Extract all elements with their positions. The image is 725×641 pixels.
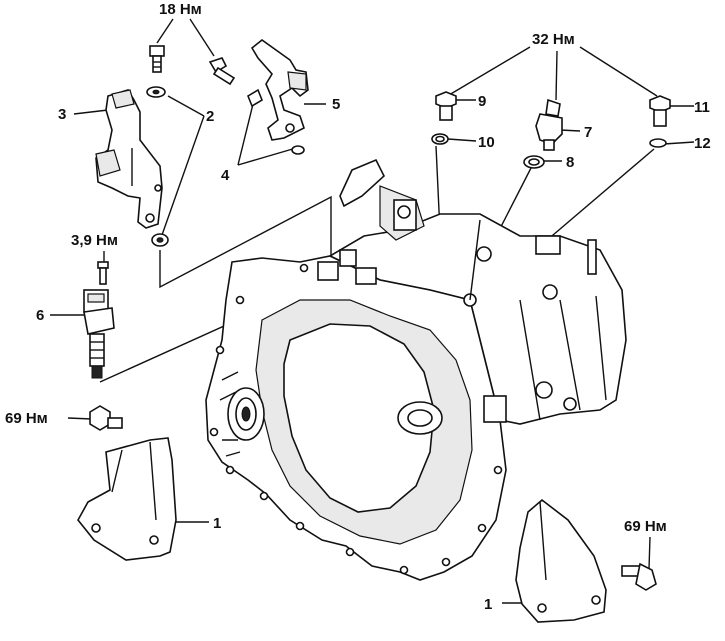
callout-6: 6 xyxy=(36,307,44,324)
bolt-18nm-right xyxy=(208,57,236,86)
leader-lines xyxy=(50,18,695,604)
shift-lever-part-5 xyxy=(247,38,309,155)
washers-part-2 xyxy=(146,86,169,247)
callout-5: 5 xyxy=(332,96,340,113)
gasket-part-8 xyxy=(523,155,545,169)
callout-11: 11 xyxy=(694,99,710,116)
plug-part-11 xyxy=(649,95,671,127)
gasket-part-10 xyxy=(431,133,449,145)
shift-bracket-part-3 xyxy=(95,89,163,229)
callout-12: 12 xyxy=(694,135,711,152)
callout-4: 4 xyxy=(221,167,230,184)
bolt-69nm-right xyxy=(621,562,657,591)
bolt-18nm-left xyxy=(149,45,165,73)
mount-bracket-part-1-left xyxy=(77,437,177,561)
callout-3: 3 xyxy=(58,106,66,123)
callout-1-left: 1 xyxy=(213,515,221,532)
callout-8: 8 xyxy=(566,154,574,171)
switch-part-7 xyxy=(535,98,563,151)
callout-7: 7 xyxy=(584,124,592,141)
callout-10: 10 xyxy=(478,134,495,151)
torque-69nm-right: 69 Нм xyxy=(624,518,667,535)
gasket-part-12 xyxy=(649,138,667,148)
speed-sensor-part-6 xyxy=(83,289,115,379)
callout-2: 2 xyxy=(206,108,214,125)
callout-9: 9 xyxy=(478,93,486,110)
torque-69nm-left: 69 Нм xyxy=(5,410,48,427)
sensor-bolt-3-9nm xyxy=(97,261,109,285)
torque-18nm: 18 Нм xyxy=(159,1,202,18)
callout-numbers: 1 1 2 3 4 5 6 7 8 9 10 11 12 xyxy=(36,93,711,613)
plug-part-9 xyxy=(435,91,457,121)
bolt-69nm-left xyxy=(89,405,123,431)
callout-1-right: 1 xyxy=(484,596,492,613)
torque-labels: 18 Нм 32 Нм 3,9 Нм 69 Нм 69 Нм xyxy=(5,1,667,535)
mount-bracket-part-1-right xyxy=(515,498,607,623)
torque-32nm: 32 Нм xyxy=(532,31,575,48)
torque-3-9nm: 3,9 Нм xyxy=(71,232,118,249)
transaxle-housing xyxy=(205,158,627,581)
